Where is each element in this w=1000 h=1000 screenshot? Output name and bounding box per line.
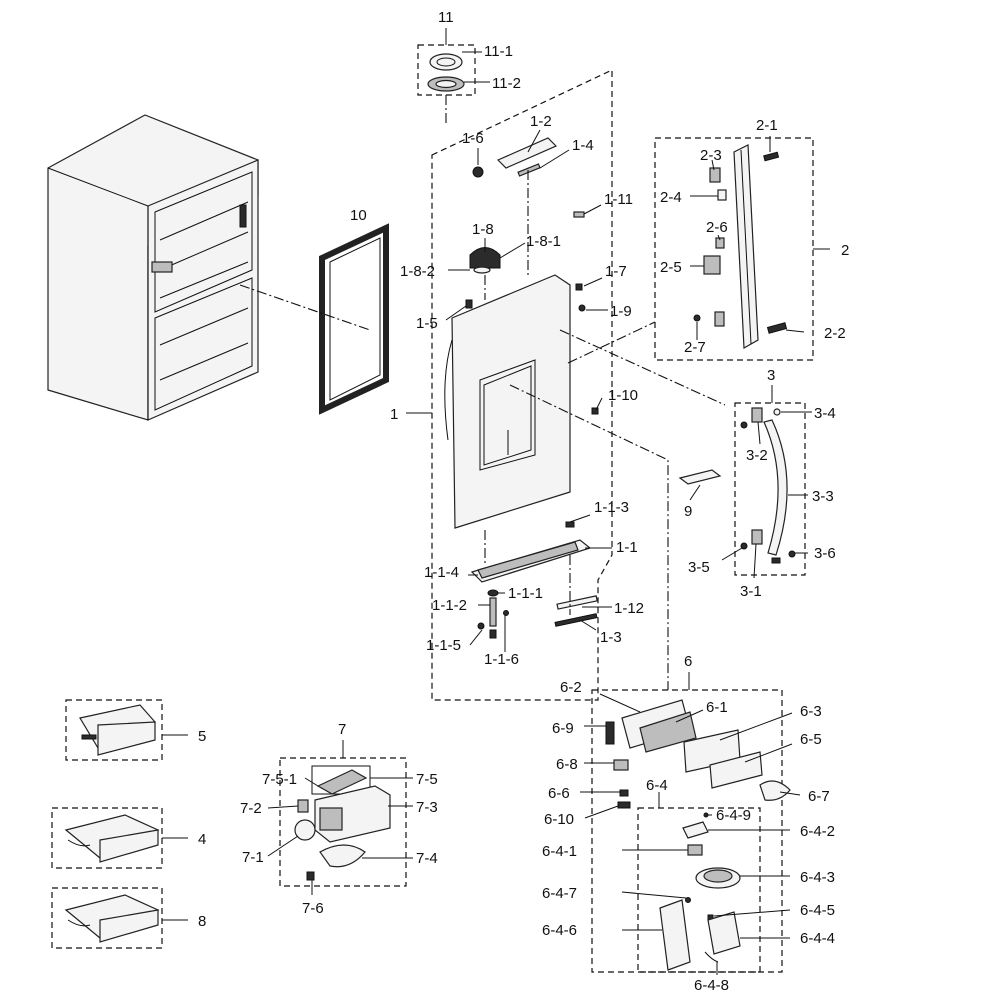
label-1-2: 1-2 (530, 113, 552, 130)
label-6-4: 6-4 (646, 777, 668, 794)
label-5: 5 (198, 728, 206, 745)
label-6-4-9: 6-4-9 (716, 807, 751, 824)
label-6-4-8: 6-4-8 (694, 977, 729, 994)
refrigerator-cabinet (47, 114, 259, 421)
bin-4 (64, 814, 160, 863)
label-3-4: 3-4 (814, 405, 836, 422)
label-1-5: 1-5 (416, 315, 438, 332)
hinge-bar (693, 144, 788, 350)
label-1-1-2: 1-1-2 (432, 597, 467, 614)
group-8-box (51, 887, 163, 949)
part-9 (678, 469, 722, 485)
bin-8 (64, 894, 160, 943)
label-1-7: 1-7 (605, 263, 627, 280)
label-1-1: 1-1 (616, 539, 638, 556)
label-6-5: 6-5 (800, 731, 822, 748)
dispenser-parts (605, 699, 791, 809)
label-1-1-3: 1-1-3 (594, 499, 629, 516)
label-6: 6 (684, 653, 692, 670)
dispenser-subassembly (659, 812, 741, 971)
ice-maker-parts (294, 769, 391, 881)
label-6-4-6: 6-4-6 (542, 922, 577, 939)
label-11-2: 11-2 (492, 75, 521, 92)
label-3-1: 3-1 (740, 583, 762, 600)
label-3-5: 3-5 (688, 559, 710, 576)
label-7-1: 7-1 (242, 849, 264, 866)
label-2-1: 2-1 (756, 117, 778, 134)
label-3-6: 3-6 (814, 545, 836, 562)
label-1-10: 1-10 (608, 387, 638, 404)
label-1-8-2: 1-8-2 (400, 263, 435, 280)
label-2-7: 2-7 (684, 339, 706, 356)
label-6-3: 6-3 (800, 703, 822, 720)
label-2-3: 2-3 (700, 147, 722, 164)
group-6-box (591, 689, 783, 973)
part-11-items (427, 53, 465, 92)
label-6-4-1: 6-4-1 (542, 843, 577, 860)
label-6-4-3: 6-4-3 (800, 869, 835, 886)
label-7-5-1: 7-5-1 (262, 771, 297, 788)
door-panel (444, 274, 571, 529)
label-1-8-1: 1-8-1 (526, 233, 561, 250)
bin-5 (79, 704, 156, 756)
label-3-2: 3-2 (746, 447, 768, 464)
label-1-12: 1-12 (614, 600, 644, 617)
label-6-4-7: 6-4-7 (542, 885, 577, 902)
label-6-10: 6-10 (544, 811, 574, 828)
label-11: 11 (438, 9, 454, 26)
label-7: 7 (338, 721, 346, 738)
group-1-box (431, 69, 613, 701)
label-1-3: 1-3 (600, 629, 622, 646)
label-7-6: 7-6 (302, 900, 324, 917)
label-10: 10 (350, 207, 367, 224)
label-9: 9 (684, 503, 692, 520)
label-1-8: 1-8 (472, 221, 494, 238)
label-6-1: 6-1 (706, 699, 728, 716)
label-6-4-5: 6-4-5 (800, 902, 835, 919)
label-7-2: 7-2 (240, 800, 262, 817)
label-7-3: 7-3 (416, 799, 438, 816)
label-11-1: 11-1 (484, 43, 513, 60)
label-3: 3 (767, 367, 775, 384)
group-5-box (65, 699, 163, 761)
label-6-6: 6-6 (548, 785, 570, 802)
label-2-4: 2-4 (660, 189, 682, 206)
label-1-1-1: 1-1-1 (508, 585, 543, 602)
label-6-8: 6-8 (556, 756, 578, 773)
door-handle (740, 407, 796, 564)
label-3-3: 3-3 (812, 488, 834, 505)
label-1-1-6: 1-1-6 (484, 651, 519, 668)
label-2: 2 (841, 242, 849, 259)
label-7-5: 7-5 (416, 771, 438, 788)
label-2-2: 2-2 (824, 325, 846, 342)
label-6-9: 6-9 (552, 720, 574, 737)
label-1-6: 1-6 (462, 130, 484, 147)
leader-cabinet-gasket (239, 284, 371, 331)
group-2-box (654, 137, 814, 361)
label-1-4: 1-4 (572, 137, 594, 154)
group-3-box (734, 402, 806, 576)
door-top-hinge-parts (465, 137, 599, 415)
label-1-1-4: 1-1-4 (424, 564, 459, 581)
part-labels: 11 11-1 11-2 1-2 1-4 1-6 1-11 1-8 1-8-1 … (198, 9, 849, 994)
label-8: 8 (198, 913, 206, 930)
label-6-4-4: 6-4-4 (800, 930, 835, 947)
group-6-4-box (637, 807, 761, 973)
label-4: 4 (198, 831, 206, 848)
label-6-2: 6-2 (560, 679, 582, 696)
label-1-1-5: 1-1-5 (426, 637, 461, 654)
door-gasket (319, 223, 389, 415)
label-6-7: 6-7 (808, 788, 830, 805)
label-7-4: 7-4 (416, 850, 438, 867)
label-1-11: 1-11 (604, 191, 633, 208)
label-2-6: 2-6 (706, 219, 728, 236)
label-6-4-2: 6-4-2 (800, 823, 835, 840)
label-1-9: 1-9 (610, 303, 632, 320)
label-2-5: 2-5 (660, 259, 682, 276)
door-bottom-trim (470, 521, 598, 639)
label-1: 1 (390, 406, 398, 423)
